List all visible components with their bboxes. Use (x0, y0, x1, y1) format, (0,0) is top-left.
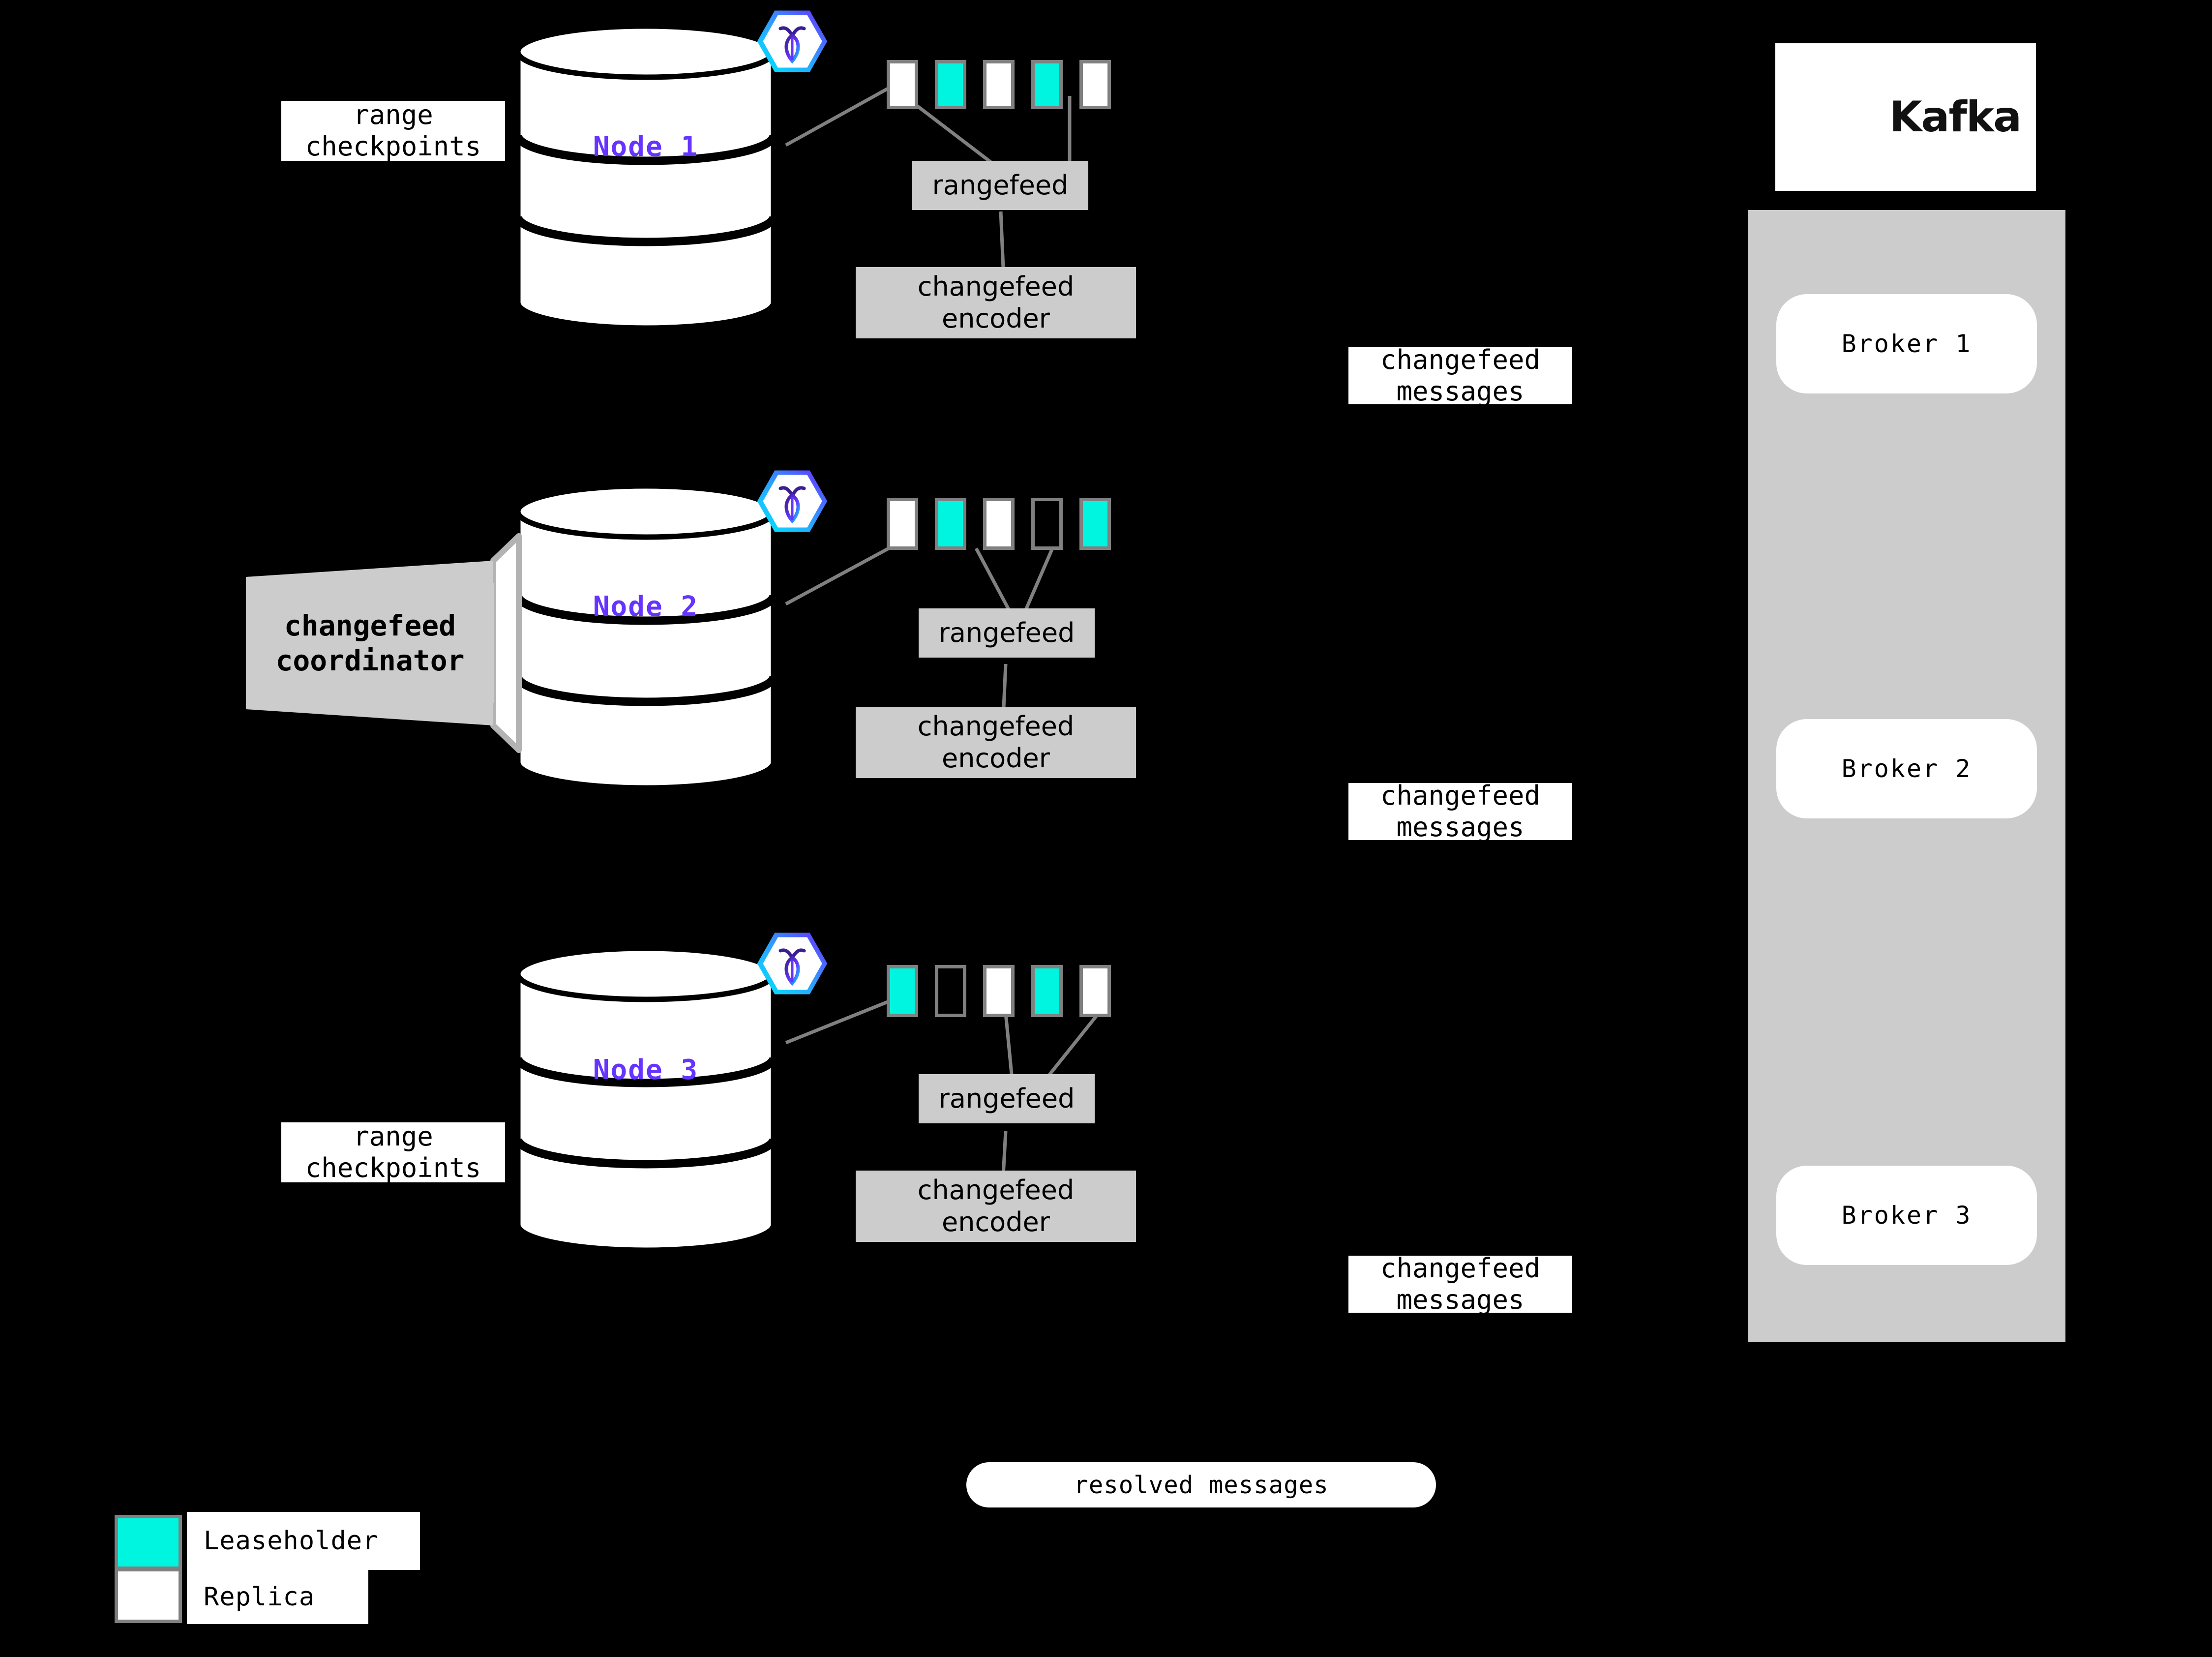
node-2-changefeed-messages-label: changefeed messages (1348, 780, 1572, 843)
node-1-cylinder (513, 23, 778, 331)
encoder-line-2: encoder (942, 742, 1050, 774)
resolved-messages-pill[interactable]: resolved messages (966, 1462, 1436, 1507)
range-box[interactable] (983, 965, 1015, 1017)
legend-swatch-replica (115, 1568, 182, 1623)
node-1-changefeed-encoder-box[interactable]: changefeed encoder (856, 267, 1136, 338)
cockroachdb-hexagon-icon (757, 10, 828, 72)
kafka-brand-label: Kafka (1889, 92, 2022, 142)
range-box[interactable] (935, 60, 966, 109)
label-line-1: range (353, 99, 433, 131)
encoder-line-2: encoder (942, 1206, 1050, 1237)
cockroachdb-hexagon-icon (757, 933, 828, 994)
node-3-changefeed-messages-label: changefeed messages (1348, 1253, 1572, 1315)
range-box[interactable] (1031, 965, 1063, 1017)
node-3-range-checkpoints-label: range checkpoints (281, 1121, 505, 1183)
cockroachdb-hexagon-icon (757, 470, 828, 532)
encoder-line-1: changefeed (917, 271, 1075, 302)
label-line-1: changefeed (1380, 344, 1541, 376)
node-1-rangefeed-box[interactable]: rangefeed (912, 161, 1088, 210)
legend: Leaseholder Replica (115, 1512, 420, 1628)
node-1-changefeed-messages-label: changefeed messages (1348, 344, 1572, 407)
range-box[interactable] (935, 498, 966, 550)
label-line-1: changefeed (1380, 1253, 1541, 1284)
coordinator-line-1: changefeed (284, 608, 456, 642)
legend-swatch-leaseholder (115, 1515, 182, 1570)
node-3-rangefeed-box[interactable]: rangefeed (919, 1074, 1095, 1123)
node-3-label: Node 3 (593, 1054, 699, 1086)
broker-1-box[interactable]: Broker 1 (1776, 294, 2037, 393)
range-box[interactable] (983, 60, 1015, 109)
node-2-rangefeed-box[interactable]: rangefeed (919, 608, 1095, 658)
range-box[interactable] (1079, 498, 1111, 550)
rangefeed-label: rangefeed (932, 169, 1069, 201)
rangefeed-label: rangefeed (938, 1083, 1075, 1114)
node-3-changefeed-encoder-box[interactable]: changefeed encoder (856, 1171, 1136, 1242)
encoder-line-2: encoder (942, 302, 1050, 334)
range-box[interactable] (935, 965, 966, 1017)
node-2-changefeed-encoder-box[interactable]: changefeed encoder (856, 707, 1136, 778)
broker-2-box[interactable]: Broker 2 (1776, 719, 2037, 818)
node-1-range-checkpoints-label: range checkpoints (281, 99, 505, 162)
label-line-2: messages (1396, 812, 1524, 843)
label-line-1: changefeed (1380, 780, 1541, 812)
encoder-line-1: changefeed (917, 1174, 1075, 1205)
broker-3-box[interactable]: Broker 3 (1776, 1166, 2037, 1265)
label-line-2: messages (1396, 1284, 1524, 1315)
node-2-label: Node 2 (593, 590, 699, 623)
range-box[interactable] (887, 60, 918, 109)
node-3-cylinder (513, 945, 778, 1253)
encoder-line-1: changefeed (917, 710, 1075, 742)
label-line-2: checkpoints (305, 1152, 481, 1183)
range-box[interactable] (1079, 965, 1111, 1017)
label-line-2: checkpoints (305, 131, 481, 162)
range-box[interactable] (983, 498, 1015, 550)
label-line-1: range (353, 1121, 433, 1152)
rangefeed-label: rangefeed (938, 617, 1075, 648)
node-1-label: Node 1 (593, 130, 699, 163)
range-box[interactable] (1031, 60, 1063, 109)
legend-label-leaseholder: Leaseholder (187, 1512, 420, 1570)
label-line-2: messages (1396, 376, 1524, 407)
coordinator-line-2: coordinator (275, 643, 465, 677)
range-box[interactable] (887, 498, 918, 550)
kafka-brand-box: Kafka (1775, 43, 2036, 191)
legend-label-replica: Replica (187, 1570, 368, 1624)
changefeed-coordinator-box[interactable]: changefeed coordinator (246, 583, 494, 703)
node-2-cylinder (513, 483, 778, 791)
range-box[interactable] (1079, 60, 1111, 109)
range-box[interactable] (887, 965, 918, 1017)
range-box[interactable] (1031, 498, 1063, 550)
